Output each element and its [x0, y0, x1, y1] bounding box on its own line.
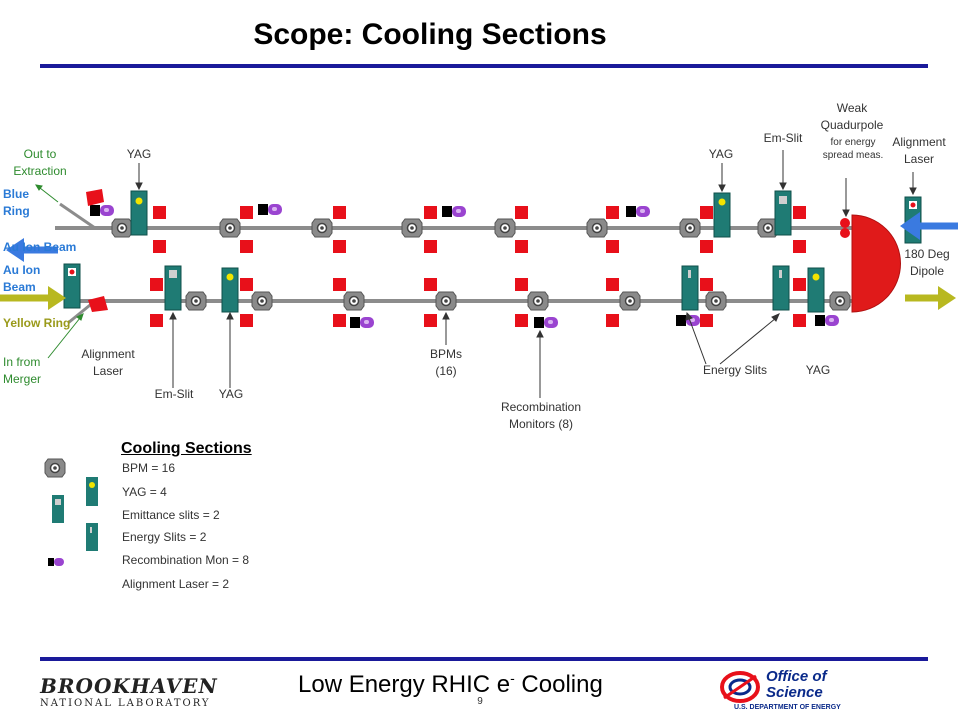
- legend-item-emittance-slits: Emittance slits = 2: [122, 508, 220, 522]
- office-of-science-emblem-icon: [720, 671, 760, 703]
- office-of-science-sub: U.S. DEPARTMENT OF ENERGY: [734, 704, 841, 711]
- lower-magnets: [150, 278, 806, 327]
- office-of-science-line1: Office of: [766, 668, 827, 685]
- yag-top-right: [713, 192, 731, 238]
- energy-slits-label: Energy Slits: [702, 363, 768, 377]
- dipole-label: 180 Deg Dipole: [904, 247, 950, 278]
- cooling-section-diagram: [0, 150, 958, 398]
- yag-bottom-left-label: YAG: [218, 387, 244, 401]
- energy-slit-icon: [86, 523, 98, 551]
- yellow-ring-label: Yellow Ring: [3, 316, 71, 330]
- yag-top-right-label: YAG: [708, 147, 734, 161]
- slide-title: Scope: Cooling Sections: [253, 18, 607, 51]
- lower-wedge: [88, 296, 108, 312]
- legend-item-yag: YAG = 4: [122, 485, 167, 499]
- office-of-science-logo: Office of Science U.S. DEPARTMENT OF ENE…: [720, 666, 860, 714]
- legend-icons: [44, 458, 98, 566]
- yag-bottom-right: [807, 267, 825, 313]
- page-number: 9: [477, 696, 483, 707]
- energy-slit-2: [772, 265, 790, 311]
- upper-recombination-monitors: [90, 204, 650, 217]
- legend-item-energy-slits: Energy Slits = 2: [122, 530, 207, 544]
- weak-quadrupole-label: Weak Quadurpole: [820, 101, 884, 132]
- au-ion-beam-bottom-label: Au Ion Beam: [3, 263, 41, 294]
- legend-item-recombination-monitor: Recombination Mon = 8: [122, 553, 250, 567]
- weak-quadrupole-icon: [840, 218, 850, 238]
- title-rule: [40, 64, 928, 68]
- office-of-science-line2: Science: [766, 684, 823, 701]
- legend-title: Cooling Sections: [121, 440, 252, 457]
- brookhaven-logo-main: BROOKHAVEN: [37, 674, 220, 698]
- footer-rule: [40, 657, 928, 661]
- energy-slit-1: [681, 265, 699, 311]
- em-slit-bottom-label: Em-Slit: [154, 387, 194, 401]
- brookhaven-logo: BROOKHAVEN NATIONAL LABORATORY: [37, 674, 220, 709]
- upper-magnets: [153, 206, 806, 253]
- legend-item-alignment-laser: Alignment Laser = 2: [122, 577, 230, 591]
- in-from-merger-label: In from Merger: [3, 355, 42, 386]
- bpm-icon: [44, 458, 66, 478]
- footer-title: Low Energy RHIC e- Cooling: [298, 670, 603, 698]
- yag-top-left: [130, 190, 148, 236]
- out-to-extraction-label: Out to Extraction: [13, 147, 67, 178]
- bpms-label: BPMs (16): [429, 347, 462, 378]
- weak-quadrupole-note: for energy spread meas.: [822, 137, 884, 161]
- recombination-monitor-icon: [48, 558, 64, 566]
- yag-bottom-right-label: YAG: [805, 363, 831, 377]
- recombination-monitors-label: Recombination Monitors (8): [500, 400, 582, 431]
- yag-icon: [86, 477, 98, 506]
- dipole-180: [851, 214, 901, 313]
- brookhaven-logo-sub: NATIONAL LABORATORY: [40, 698, 211, 709]
- blue-ring-label: Blue Ring: [3, 187, 30, 218]
- emittance-slit-icon: [52, 495, 64, 523]
- au-ion-beam-top-label: Au Ion Beam: [3, 240, 77, 254]
- alignment-laser-right-label: Alignment Laser: [892, 135, 946, 166]
- em-slit-top-label: Em-Slit: [763, 131, 803, 145]
- alignment-laser-left-label: Alignment Laser: [81, 347, 135, 378]
- legend-item-bpm: BPM = 16: [122, 461, 176, 475]
- upper-wedge: [86, 189, 104, 206]
- yag-top-left-label: YAG: [126, 147, 152, 161]
